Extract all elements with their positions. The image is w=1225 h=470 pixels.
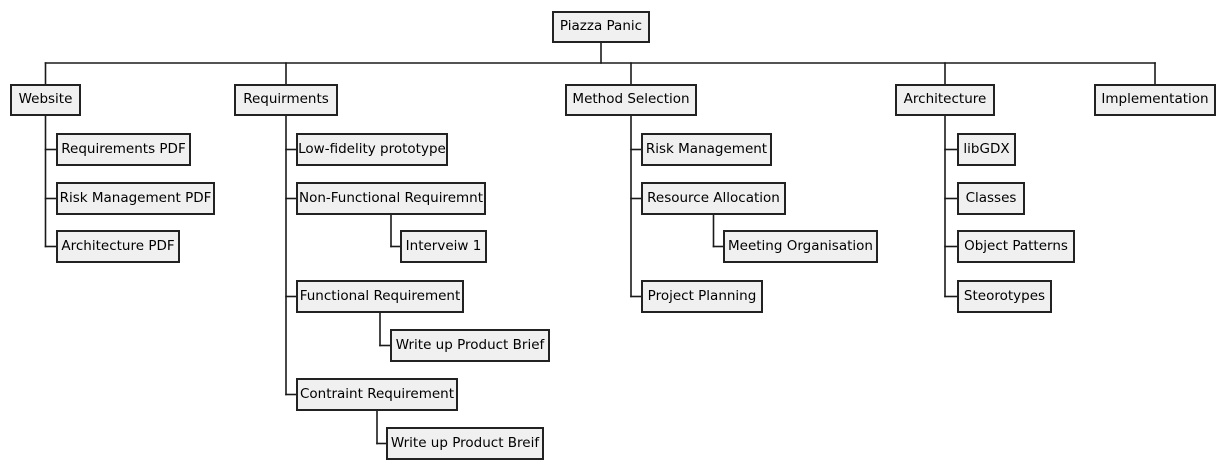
node-write-up-product-breif: Write up Product Breif: [386, 427, 544, 460]
node-write-up-product-brief: Write up Product Brief: [390, 329, 550, 362]
node-requirements-pdf: Requirements PDF: [56, 133, 191, 166]
node-steorotypes: Steorotypes: [957, 280, 1052, 313]
node-website: Website: [10, 84, 81, 116]
node-project-planning: Project Planning: [641, 280, 763, 313]
node-architecture: Architecture: [895, 84, 995, 116]
node-object-patterns: Object Patterns: [957, 230, 1075, 263]
node-interveiw-1: Interveiw 1: [400, 230, 487, 263]
node-resource-allocation: Resource Allocation: [641, 182, 786, 215]
node-requirments: Requirments: [234, 84, 338, 116]
node-piazza-panic: Piazza Panic: [552, 11, 650, 43]
node-non-functional-requiremnt: Non-Functional Requiremnt: [296, 182, 486, 215]
node-classes: Classes: [957, 182, 1025, 215]
node-implementation: Implementation: [1094, 84, 1216, 116]
node-method-selection: Method Selection: [565, 84, 697, 116]
node-meeting-organisation: Meeting Organisation: [723, 230, 878, 263]
node-risk-management-pdf: Risk Management PDF: [56, 182, 215, 215]
node-contraint-requirement: Contraint Requirement: [296, 378, 458, 411]
node-functional-requirement: Functional Requirement: [296, 280, 464, 313]
node-risk-management: Risk Management: [641, 133, 772, 166]
node-architecture-pdf: Architecture PDF: [56, 230, 180, 263]
node-low-fidelity-prototype: Low-fidelity prototype: [296, 133, 448, 166]
node-libgdx: libGDX: [957, 133, 1016, 166]
